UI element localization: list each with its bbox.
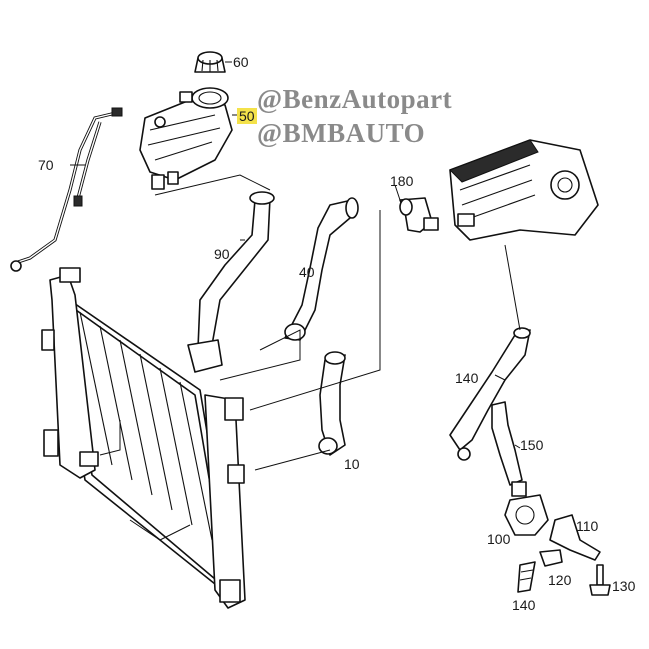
part-label-160: 150 bbox=[520, 437, 544, 453]
part-label-150: 140 bbox=[455, 370, 479, 386]
hose-90 bbox=[187, 191, 275, 373]
part-label-100: 100 bbox=[487, 531, 511, 547]
radiator bbox=[41, 267, 246, 609]
part-label-70: 70 bbox=[38, 157, 54, 173]
hose-160 bbox=[491, 401, 523, 486]
hose-150 bbox=[449, 327, 531, 461]
filler-cap bbox=[194, 51, 226, 73]
fitting-180 bbox=[399, 197, 439, 233]
part-label-130: 130 bbox=[612, 578, 636, 594]
watermark-bmbauto: @BMBAUTO bbox=[257, 118, 426, 148]
part-label-110: 110 bbox=[576, 518, 599, 534]
expansion-tank bbox=[139, 87, 233, 190]
clip-120 bbox=[539, 549, 563, 567]
watermark-benzautopart: @BenzAutopart bbox=[257, 84, 453, 114]
vent-line bbox=[10, 107, 123, 272]
auxiliary-pump bbox=[504, 481, 549, 536]
part-label-50: 50 bbox=[237, 108, 257, 124]
part-label-60: 60 bbox=[233, 54, 249, 70]
bolt-130 bbox=[589, 564, 611, 596]
part-label-40: 40 bbox=[299, 264, 315, 280]
part-label-140: 140 bbox=[512, 597, 536, 613]
thermostat-housing bbox=[449, 139, 599, 241]
hose-40 bbox=[284, 197, 359, 341]
leader-lines bbox=[70, 61, 521, 471]
bracket-110 bbox=[549, 514, 601, 561]
hose-10 bbox=[318, 351, 346, 456]
connector-140 bbox=[517, 561, 536, 593]
part-label-10: 10 bbox=[344, 456, 360, 472]
part-label-90: 90 bbox=[214, 246, 230, 262]
part-label-120: 120 bbox=[548, 572, 572, 588]
part-label-180: 180 bbox=[390, 173, 414, 189]
